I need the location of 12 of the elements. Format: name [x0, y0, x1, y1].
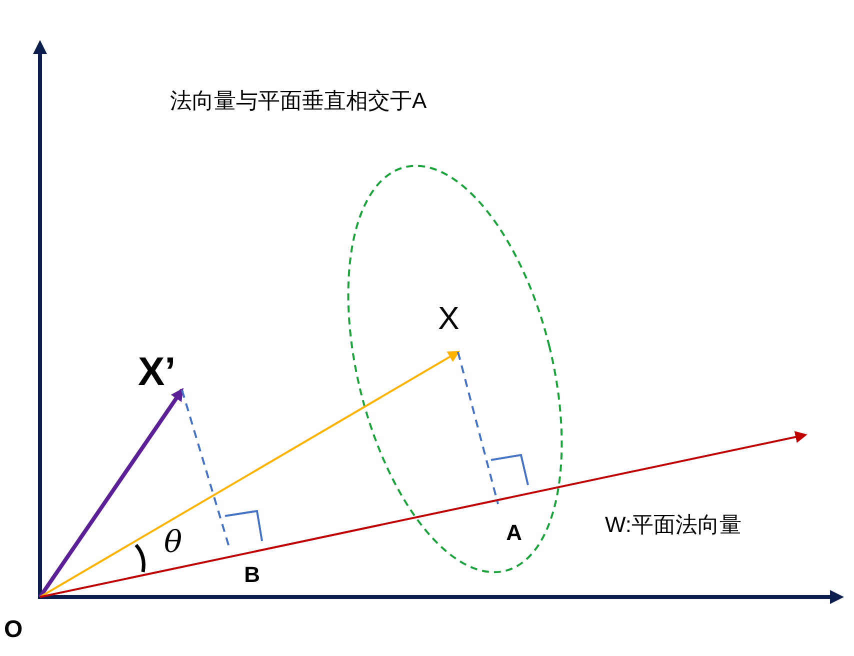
vector-label: W:平面法向量: [605, 514, 742, 536]
point-label: X: [438, 302, 458, 352]
point-label: B: [230, 550, 260, 586]
projection-line: [457, 352, 499, 504]
point-label: X’: [138, 352, 182, 390]
origin-label: O: [4, 597, 40, 642]
vector-arrow: [38, 388, 184, 598]
note-text: 法向量与平面垂直相交于A: [170, 90, 427, 112]
vector-arrow: [40, 431, 808, 598]
vector-arrow: [40, 350, 460, 598]
point-label: A: [498, 504, 522, 544]
angle-symbol: θ: [164, 528, 182, 558]
